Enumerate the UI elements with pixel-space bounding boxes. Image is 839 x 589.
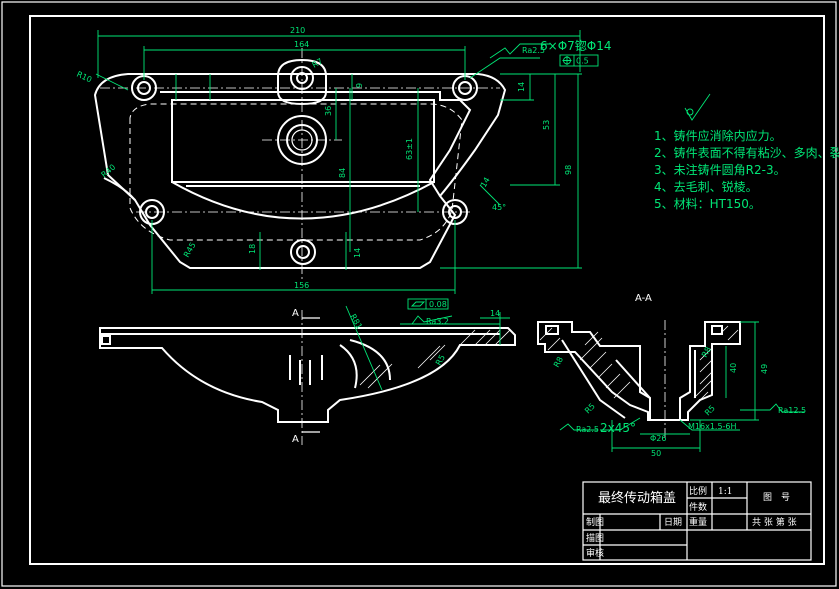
radius-r5: R5 bbox=[434, 353, 447, 367]
part-name: 最终传动箱盖 bbox=[598, 490, 676, 506]
scale-value: 1:1 bbox=[718, 487, 732, 497]
dim-14-side: 14 bbox=[479, 176, 492, 189]
dim-14b: 14 bbox=[353, 248, 362, 258]
cavity-bottom-arc bbox=[171, 181, 435, 220]
section-hatching bbox=[539, 325, 739, 411]
dim-156: 156 bbox=[294, 281, 309, 290]
dim-53: 53 bbox=[542, 120, 551, 130]
drawn-label: 制图 bbox=[586, 516, 604, 528]
date-label: 日期 bbox=[664, 517, 682, 528]
thread-spec: M16x1.5-6H bbox=[688, 422, 737, 431]
radius-r40: R40 bbox=[100, 163, 118, 180]
dim-84: 84 bbox=[338, 168, 347, 178]
general-roughness-symbol bbox=[684, 93, 711, 121]
bolt-holes bbox=[131, 66, 478, 265]
chamfer-spec: 2x45° bbox=[600, 421, 636, 435]
hole-callout: 6×Φ7锪Φ14 bbox=[540, 38, 612, 53]
dim-50: 50 bbox=[651, 449, 661, 458]
section-cut-bottom: A bbox=[292, 434, 299, 445]
technical-notes: 1、铸件应消除内应力。 2、铸件表面不得有粘沙、多肉、裂纹等缺陷。 3、未注铸件… bbox=[654, 93, 839, 211]
section-bolt-slots bbox=[545, 325, 723, 335]
section-a-a: A-A 49 40 50 Φ26 M16x1.5-6H 2x45° Ra2.5 bbox=[537, 293, 806, 458]
radius-r5b: R5 bbox=[583, 402, 597, 416]
top-boss bbox=[277, 58, 327, 106]
front-view: A A R81 R5 0.08 Ra3.2 14 bbox=[99, 298, 516, 445]
roughness-ra3-2: Ra3.2 bbox=[426, 317, 449, 326]
position-tolerance-frame bbox=[559, 54, 599, 67]
section-label: A-A bbox=[635, 293, 652, 304]
dim-40: 40 bbox=[729, 363, 738, 373]
note-2: 2、铸件表面不得有粘沙、多肉、裂纹等缺陷。 bbox=[654, 145, 839, 160]
roughness-ra2-5: Ra2.5 bbox=[522, 46, 545, 55]
dim-63-1: 63±1 bbox=[405, 138, 414, 160]
radius-r7: R7 bbox=[311, 57, 325, 70]
dim-14: 14 bbox=[517, 82, 526, 92]
dim-49: 49 bbox=[760, 364, 769, 374]
roughness-ra12-5: Ra12.5 bbox=[778, 406, 806, 415]
inner-flange-line bbox=[160, 91, 472, 197]
checked-label: 描图 bbox=[586, 532, 604, 544]
dim-36: 36 bbox=[324, 106, 333, 116]
hidden-pocket-outline bbox=[129, 103, 463, 241]
flatness-frame bbox=[407, 298, 449, 310]
note-5: 5、材料：HT150。 bbox=[654, 197, 761, 211]
cavity-rectangle bbox=[171, 99, 435, 183]
radius-r8: R8 bbox=[552, 355, 565, 369]
note-4: 4、去毛刺、锐棱。 bbox=[654, 179, 758, 194]
plan-view bbox=[93, 48, 507, 280]
dim-164: 164 bbox=[294, 40, 309, 49]
qty-label: 件数 bbox=[689, 501, 707, 513]
plan-dimensions: 210 164 156 98 53 14 63±1 84 36 18 14 9 … bbox=[75, 26, 612, 294]
section-inner-lines bbox=[561, 339, 696, 419]
front-inner-lines bbox=[289, 355, 323, 385]
dim-9: 9 bbox=[355, 83, 364, 88]
front-left-hole bbox=[101, 335, 111, 345]
note-1: 1、铸件应消除内应力。 bbox=[654, 128, 782, 143]
drawing-frame bbox=[29, 15, 825, 565]
front-cut-edge bbox=[339, 339, 391, 389]
dim-210: 210 bbox=[290, 26, 305, 35]
note-3: 3、未注铸件圆角R2-3。 bbox=[654, 162, 786, 177]
radius-r10: R10 bbox=[75, 70, 93, 85]
outer-flange-outline bbox=[93, 73, 507, 269]
section-cut-lines bbox=[302, 317, 320, 433]
dim-phi26: Φ26 bbox=[650, 434, 666, 443]
plan-center-lines bbox=[100, 48, 500, 280]
front-hatching bbox=[359, 329, 511, 389]
dim-18: 18 bbox=[248, 244, 257, 254]
scale-label: 比例 bbox=[689, 485, 707, 497]
flange-left-edge bbox=[103, 177, 136, 201]
front-view-outline bbox=[99, 327, 516, 423]
title-block: 最终传动箱盖 比例 1:1 件数 图 号 制图 描图 审核 日期 重量 共 张 … bbox=[582, 481, 812, 561]
dim-98: 98 bbox=[564, 165, 573, 175]
roughness-ra2-5b: Ra2.5 bbox=[576, 425, 599, 434]
weight-label: 重量 bbox=[689, 516, 707, 528]
sheet-label: 共 张 第 张 bbox=[752, 516, 797, 528]
drawing-no-label: 图 号 bbox=[763, 492, 790, 503]
flatness-value: 0.08 bbox=[429, 300, 447, 309]
position-tolerance-value: 0.5 bbox=[576, 57, 589, 66]
dim-14c: 14 bbox=[490, 309, 500, 318]
radius-r45: R45 bbox=[182, 241, 198, 259]
section-cut-top: A bbox=[292, 308, 299, 319]
radius-r5c: R5 bbox=[703, 404, 717, 418]
approved-label: 审核 bbox=[586, 547, 604, 559]
dim-45deg: 45° bbox=[492, 203, 506, 212]
